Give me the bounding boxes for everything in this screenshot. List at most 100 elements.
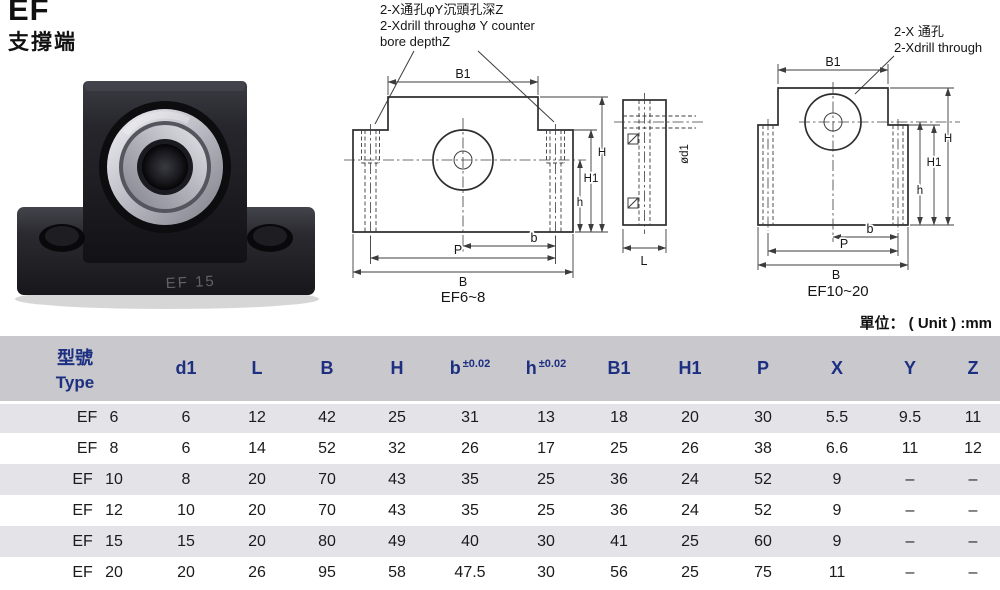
- dim-label-d1: ød1: [679, 144, 691, 164]
- table-cell: 30: [537, 532, 555, 550]
- column-header: Z: [946, 336, 1000, 404]
- dim-label-b: b: [531, 231, 538, 245]
- front-view-outline: [352, 96, 574, 233]
- table-cell: 43: [388, 501, 406, 519]
- table-cell: –: [905, 470, 915, 488]
- table-cell: –: [968, 532, 978, 550]
- table-cell: 31: [461, 409, 479, 427]
- column-header: X: [800, 336, 874, 404]
- table-cell: –: [968, 470, 978, 488]
- photo-model-label: EF 15: [165, 273, 216, 293]
- table-cell: 25: [537, 470, 555, 488]
- table-cell: 24: [681, 470, 699, 488]
- dim-label-h: h: [577, 197, 583, 209]
- dim-label-h1: H1: [584, 173, 599, 185]
- table-cell: 10: [177, 501, 195, 519]
- table-cell: 30: [537, 563, 555, 581]
- counterbore-note-en2: bore depthZ: [380, 34, 450, 49]
- table-cell: 9.5: [898, 409, 922, 427]
- table-cell: 43: [388, 470, 406, 488]
- table-cell: 35: [461, 501, 479, 519]
- table-cell: –: [968, 563, 978, 581]
- table-cell: 26: [248, 563, 266, 581]
- dim-label-h: h: [917, 185, 923, 197]
- dim-label-b1: B1: [825, 55, 840, 69]
- page-subtitle: 支撐端: [8, 31, 77, 54]
- table-cell: 6: [181, 409, 191, 427]
- table-cell: 17: [537, 439, 555, 457]
- drawing-ef6-8: 2-X通孔φY沉頭孔深Z 2-Xdrill throughø Y counter…: [344, 2, 608, 306]
- table-cell: 8: [181, 470, 191, 488]
- dim-label-bb: B: [832, 268, 840, 282]
- table-cell: 35: [461, 470, 479, 488]
- table-cell: 56: [610, 563, 628, 581]
- column-header: B: [292, 336, 362, 404]
- table-cell: 36: [610, 501, 628, 519]
- table-cell: 36: [610, 470, 628, 488]
- table-cell: 70: [318, 501, 336, 519]
- table-cell: 52: [754, 470, 772, 488]
- unit-label: 單位： ( Unit ) :mm: [859, 315, 993, 332]
- leader-line: [374, 50, 415, 125]
- through-hole-note-en: 2-Xdrill through: [894, 40, 982, 55]
- column-header: L: [222, 336, 292, 404]
- table-cell: 25: [681, 563, 699, 581]
- table-cell: –: [905, 563, 915, 581]
- table-cell: 9: [832, 501, 842, 519]
- table-cell: 20: [177, 563, 195, 581]
- product-photo: EF 15: [15, 81, 319, 309]
- table-cell: 25: [681, 532, 699, 550]
- drawing-caption: EF6~8: [441, 289, 486, 306]
- page-title: EF: [8, 0, 50, 27]
- table-cell: 26: [461, 439, 479, 457]
- table-cell: 49: [388, 532, 406, 550]
- through-hole-note-cn: 2-X 通孔: [894, 24, 944, 39]
- table-cell: 41: [610, 532, 628, 550]
- table-cell: 11: [964, 409, 982, 427]
- table-cell: 6: [181, 439, 191, 457]
- table-cell: 14: [248, 439, 266, 457]
- table-cell: –: [905, 501, 915, 519]
- table-cell: 15: [177, 532, 195, 550]
- table-cell: 70: [318, 470, 336, 488]
- table-cell: 20: [681, 409, 699, 427]
- table-cell: 13: [537, 409, 555, 427]
- table-cell: 26: [681, 439, 699, 457]
- title-block: EF 支撐端: [8, 0, 77, 56]
- table-cell: 12: [964, 439, 982, 457]
- table-cell: 6.6: [825, 439, 849, 457]
- table-cell: –: [968, 501, 978, 519]
- table-cell: 80: [318, 532, 336, 550]
- table-cell: 25: [610, 439, 628, 457]
- dim-label-l: L: [641, 254, 648, 268]
- table-cell: 25: [388, 409, 406, 427]
- column-header: H: [362, 336, 432, 404]
- leader-line: [477, 50, 555, 123]
- dim-label-p: P: [454, 243, 462, 257]
- counterbore-note-en1: 2-Xdrill throughø Y counter: [380, 18, 536, 33]
- column-header: d1: [150, 336, 222, 404]
- dim-label-hh: H: [598, 147, 606, 159]
- table-cell: 20: [248, 532, 266, 550]
- table-cell: 32: [388, 439, 406, 457]
- dim-label-b1: B1: [455, 67, 470, 81]
- table-cell: 40: [461, 532, 479, 550]
- drawing-ef10-20: 2-X 通孔 2-Xdrill through ød1 L: [614, 24, 982, 300]
- table-cell: 52: [754, 501, 772, 519]
- column-header: B1: [584, 336, 654, 404]
- table-cell: 47.5: [454, 563, 486, 581]
- bearing-bore-circle: [432, 129, 494, 191]
- dim-label-p: P: [840, 237, 848, 251]
- bearing-block-illustration: EF 15: [15, 81, 319, 309]
